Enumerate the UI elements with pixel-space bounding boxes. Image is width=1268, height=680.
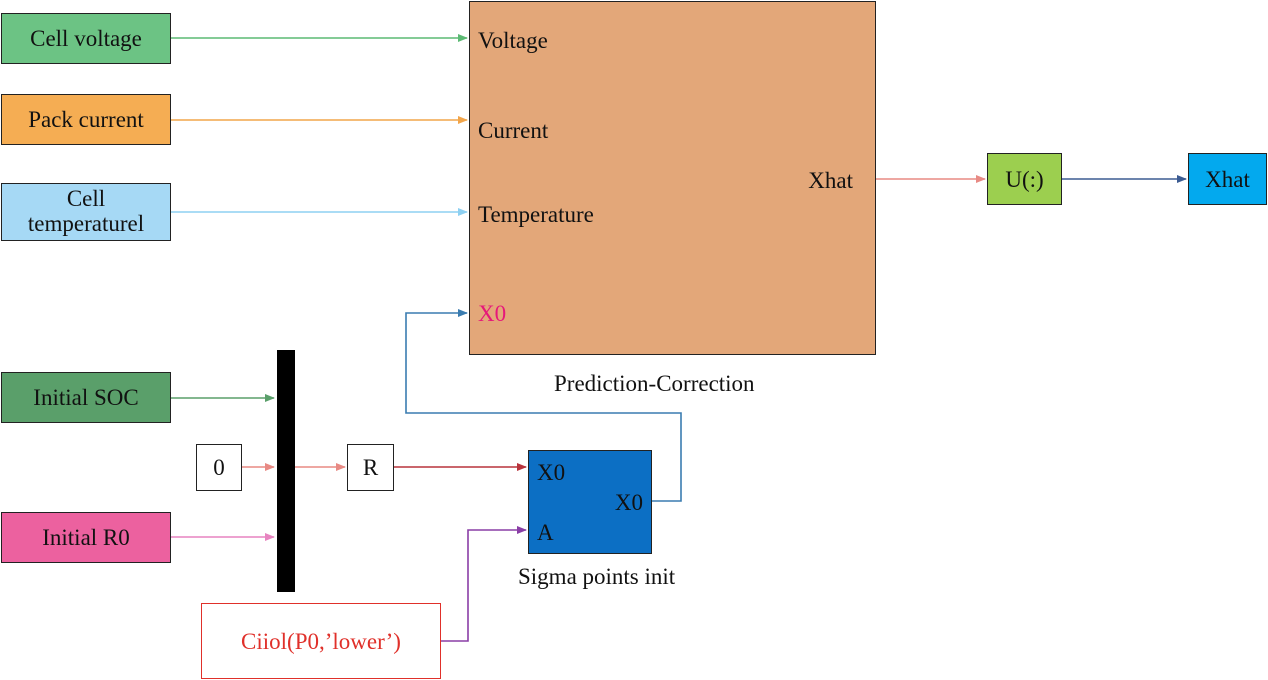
reshape-label: R xyxy=(362,455,379,480)
sigma-port-a-in: A xyxy=(537,520,554,545)
cell-voltage-block[interactable]: Cell voltage xyxy=(1,13,171,64)
prediction-correction-block[interactable]: Voltage Current Temperature X0 Xhat xyxy=(469,1,876,355)
port-xhat-out: Xhat xyxy=(808,168,853,193)
prediction-correction-caption: Prediction-Correction xyxy=(554,371,755,396)
sigma-port-x0-in: X0 xyxy=(537,460,566,485)
unroll-label: U(:) xyxy=(1005,166,1044,192)
port-x0: X0 xyxy=(478,301,507,326)
initial-soc-block[interactable]: Initial SOC xyxy=(1,372,171,423)
mux-bar[interactable] xyxy=(277,350,295,592)
cell-voltage-label: Cell voltage xyxy=(30,26,142,51)
cell-temperature-block[interactable]: Cell temperaturel xyxy=(1,183,171,241)
initial-r0-block[interactable]: Initial R0 xyxy=(1,512,171,563)
cholesky-block[interactable]: Ciiol(P0,’lower’) xyxy=(201,603,441,679)
sigma-points-init-caption: Sigma points init xyxy=(518,564,676,589)
wire-sigma-to-x0 xyxy=(405,309,682,502)
pack-current-label: Pack current xyxy=(28,107,144,132)
cholesky-label: Ciiol(P0,’lower’) xyxy=(241,628,401,654)
zero-constant-label: 0 xyxy=(213,455,225,480)
pack-current-block[interactable]: Pack current xyxy=(1,94,171,145)
initial-r0-label: Initial R0 xyxy=(42,525,130,550)
sigma-points-init-block[interactable]: X0 A X0 xyxy=(528,450,652,554)
wire-cholesky-to-sigma xyxy=(441,526,527,642)
xhat-output-block[interactable]: Xhat xyxy=(1188,153,1267,205)
port-current: Current xyxy=(478,118,549,143)
reshape-block[interactable]: R xyxy=(347,444,394,491)
unroll-block[interactable]: U(:) xyxy=(987,153,1062,205)
cell-temperature-label: Cell temperaturel xyxy=(27,186,145,236)
port-voltage: Voltage xyxy=(478,28,548,53)
port-temperature: Temperature xyxy=(478,202,594,227)
zero-constant-block[interactable]: 0 xyxy=(196,444,242,491)
xhat-output-label: Xhat xyxy=(1205,166,1250,192)
sigma-port-x0-out: X0 xyxy=(614,490,643,515)
initial-soc-label: Initial SOC xyxy=(33,385,139,410)
